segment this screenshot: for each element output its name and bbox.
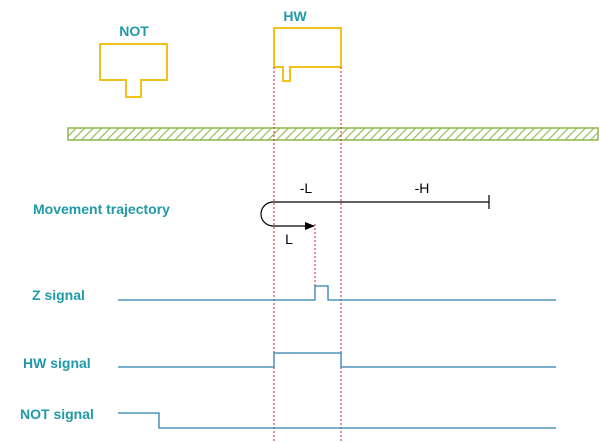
- hw-switch-label: HW: [283, 8, 307, 24]
- not-switch-icon: [99, 43, 168, 98]
- movement-trajectory-label: Movement trajectory: [33, 201, 170, 217]
- hw-edge-guides: [273, 67, 342, 443]
- trajectory-segment-neg-l: -L: [300, 180, 313, 196]
- axis-rail: [67, 127, 599, 141]
- not-signal-waveform: [118, 412, 556, 429]
- trajectory-segment-neg-h: -H: [415, 180, 430, 196]
- trajectory-segment-l: L: [285, 231, 293, 247]
- hw-signal-waveform: [118, 352, 556, 368]
- not-signal-label: NOT signal: [20, 406, 94, 422]
- trajectory-path-arrow: [260, 201, 489, 230]
- z-signal-label: Z signal: [32, 287, 85, 303]
- hw-switch-icon: [273, 27, 342, 82]
- hw-signal-label: HW signal: [23, 355, 91, 371]
- z-signal-waveform: [118, 285, 556, 301]
- not-switch-label: NOT: [119, 23, 149, 39]
